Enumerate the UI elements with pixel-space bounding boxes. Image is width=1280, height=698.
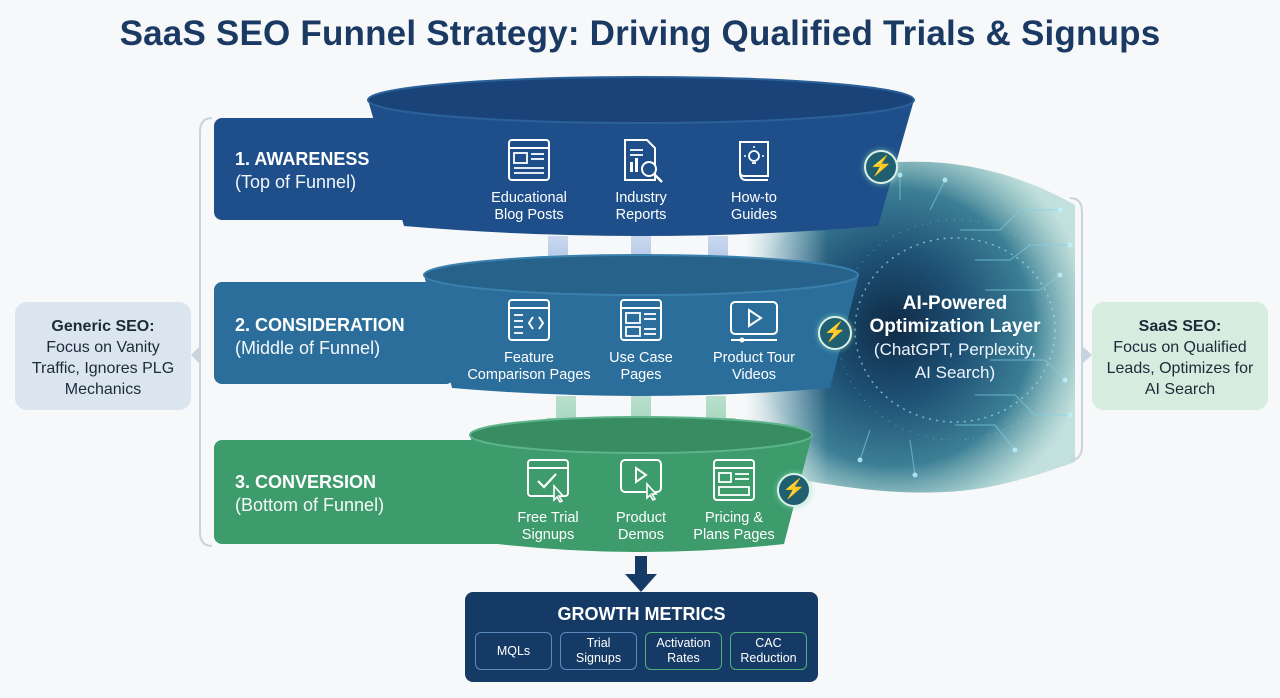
code-page-icon [508, 299, 550, 341]
item-label-line: Pricing & [704, 510, 764, 526]
metric-label: Activation [656, 636, 711, 650]
item-label-line: Product Tour [713, 350, 795, 366]
video-play-icon [730, 301, 778, 343]
lightning-bolt-icon: ⚡ [818, 316, 852, 350]
stage-title: 1. AWARENESS [235, 149, 370, 169]
consideration-band [214, 282, 454, 384]
item-label-line: Free Trial [517, 510, 579, 526]
demo-play-click-icon [620, 459, 662, 502]
stage-title: 3. CONVERSION [235, 472, 377, 492]
stage-consideration-label: 2. CONSIDERATION (Middle of Funnel) [235, 314, 405, 360]
circuit-nodes [857, 172, 1073, 478]
note-line: Mechanics [64, 381, 142, 398]
item-label-line: Plans Pages [693, 527, 775, 543]
item-label-line: Product [616, 510, 666, 526]
ai-layer-heading: AI-Powered [902, 293, 1008, 314]
item-label-line: Reports [615, 207, 667, 223]
item-label-line: Guides [731, 207, 777, 223]
note-line: AI Search [1144, 381, 1216, 398]
item-how-to-guides: How-to Guides [689, 138, 819, 224]
blog-post-icon [508, 139, 550, 181]
stage-subtitle: (Middle of Funnel) [235, 338, 381, 358]
item-label-line: Demos [618, 527, 664, 543]
page-title: SaaS SEO Funnel Strategy: Driving Qualif… [119, 14, 1161, 53]
note-line: Focus on Qualified [1113, 339, 1247, 356]
metric-label: Rates [667, 651, 700, 665]
item-label-line: Signups [521, 527, 575, 543]
item-product-tour-videos: Product Tour Videos [689, 298, 819, 384]
lightning-bolt-icon: ⚡ [777, 473, 811, 507]
ai-glow-ring [854, 237, 1056, 423]
item-label-line: Videos [731, 367, 777, 383]
metric-label: CAC [755, 636, 782, 650]
circuit-lines [859, 175, 1070, 476]
saas-seo-note: SaaS SEO: Focus on Qualified Leads, Opti… [1092, 302, 1268, 410]
lightning-bolt-icon: ⚡ [864, 150, 898, 184]
note-heading: SaaS SEO: [1138, 318, 1222, 335]
signup-click-icon [527, 459, 569, 504]
conversion-band [214, 440, 514, 544]
stage-subtitle: (Top of Funnel) [235, 172, 357, 192]
stage-title: 2. CONSIDERATION [235, 315, 405, 335]
right-bracket [1069, 197, 1083, 461]
item-label-line: Use Case [609, 350, 673, 366]
stage-awareness-label: 1. AWARENESS (Top of Funnel) [235, 148, 369, 194]
metric-label: Trial [586, 636, 611, 650]
note-line: Traffic, Ignores PLG [31, 360, 175, 377]
stage-conversion-label: 3. CONVERSION (Bottom of Funnel) [235, 471, 384, 517]
guide-book-icon [739, 141, 769, 181]
consideration-funnel [424, 275, 859, 396]
report-analytics-icon [624, 139, 663, 183]
metric-label: Signups [575, 651, 622, 665]
ai-layer-subtext: (ChatGPT, Perplexity, [873, 340, 1037, 359]
ai-layer-subtext: AI Search) [914, 363, 996, 382]
item-pricing-plans-pages: Pricing & Plans Pages [669, 458, 799, 544]
item-free-trial-signups: Free Trial Signups [483, 458, 613, 544]
ai-layer-heading: Optimization Layer [869, 316, 1041, 337]
item-label-line: Pages [620, 367, 662, 383]
pricing-page-icon [713, 459, 755, 501]
item-feature-comparison-pages: Feature Comparison Pages [464, 298, 594, 384]
metric-label: MQLs [496, 643, 531, 658]
item-label-line: Educational [491, 190, 567, 206]
conversion-funnel [470, 435, 812, 552]
item-product-demos: Product Demos [576, 458, 706, 544]
awareness-funnel [368, 100, 914, 236]
layout-page-icon [620, 299, 662, 341]
item-label-line: Feature [504, 350, 554, 366]
growth-metrics-title: GROWTH METRICS [557, 604, 726, 624]
item-label-line: Blog Posts [494, 207, 564, 223]
item-label-line: Industry [615, 190, 667, 206]
left-bracket [199, 117, 213, 547]
note-line: Focus on Vanity [46, 339, 160, 356]
note-heading: Generic SEO: [51, 318, 155, 335]
item-industry-reports: Industry Reports [576, 138, 706, 224]
metric-label: Reduction [740, 651, 797, 665]
generic-seo-note: Generic SEO: Focus on Vanity Traffic, Ig… [15, 302, 191, 410]
item-label-line: Comparison Pages [467, 367, 591, 383]
item-label-line: How-to [731, 190, 777, 206]
item-use-case-pages: Use Case Pages [576, 298, 706, 384]
note-line: Leads, Optimizes for [1106, 360, 1254, 377]
item-educational-blog-posts: Educational Blog Posts [464, 138, 594, 224]
ai-layer-text: AI-Powered Optimization Layer (ChatGPT, … [855, 292, 1055, 384]
stage-subtitle: (Bottom of Funnel) [235, 495, 385, 515]
metric-mqls: MQLs [475, 632, 552, 670]
arrow-to-growth-metrics [625, 556, 657, 592]
